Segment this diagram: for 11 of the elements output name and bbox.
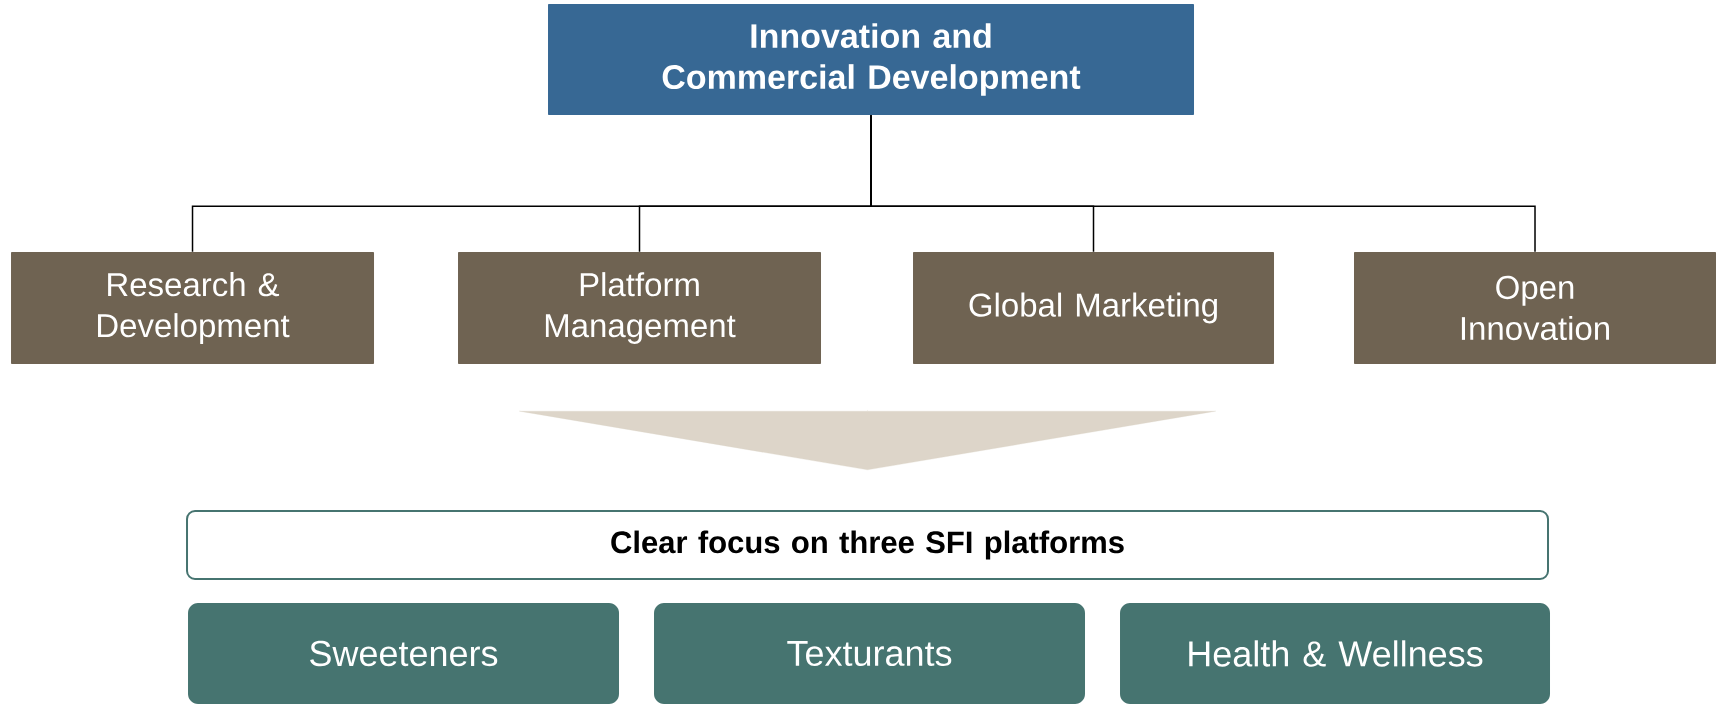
platform-box: Texturants: [654, 603, 1085, 704]
platform-box: Health & Wellness: [1120, 603, 1550, 704]
connector-line: [870, 114, 1536, 253]
platform-box: Sweeteners: [188, 603, 619, 704]
focus-banner: Clear focus on three SFI platforms: [186, 510, 1549, 580]
title-box: Innovation and Commercial Development: [548, 4, 1194, 115]
department-box: Open Innovation: [1354, 252, 1716, 364]
department-box: Global Marketing: [913, 252, 1274, 364]
funnel-arrow: [519, 409, 1216, 470]
department-box: Platform Management: [458, 252, 821, 364]
department-box: Research & Development: [11, 252, 374, 364]
